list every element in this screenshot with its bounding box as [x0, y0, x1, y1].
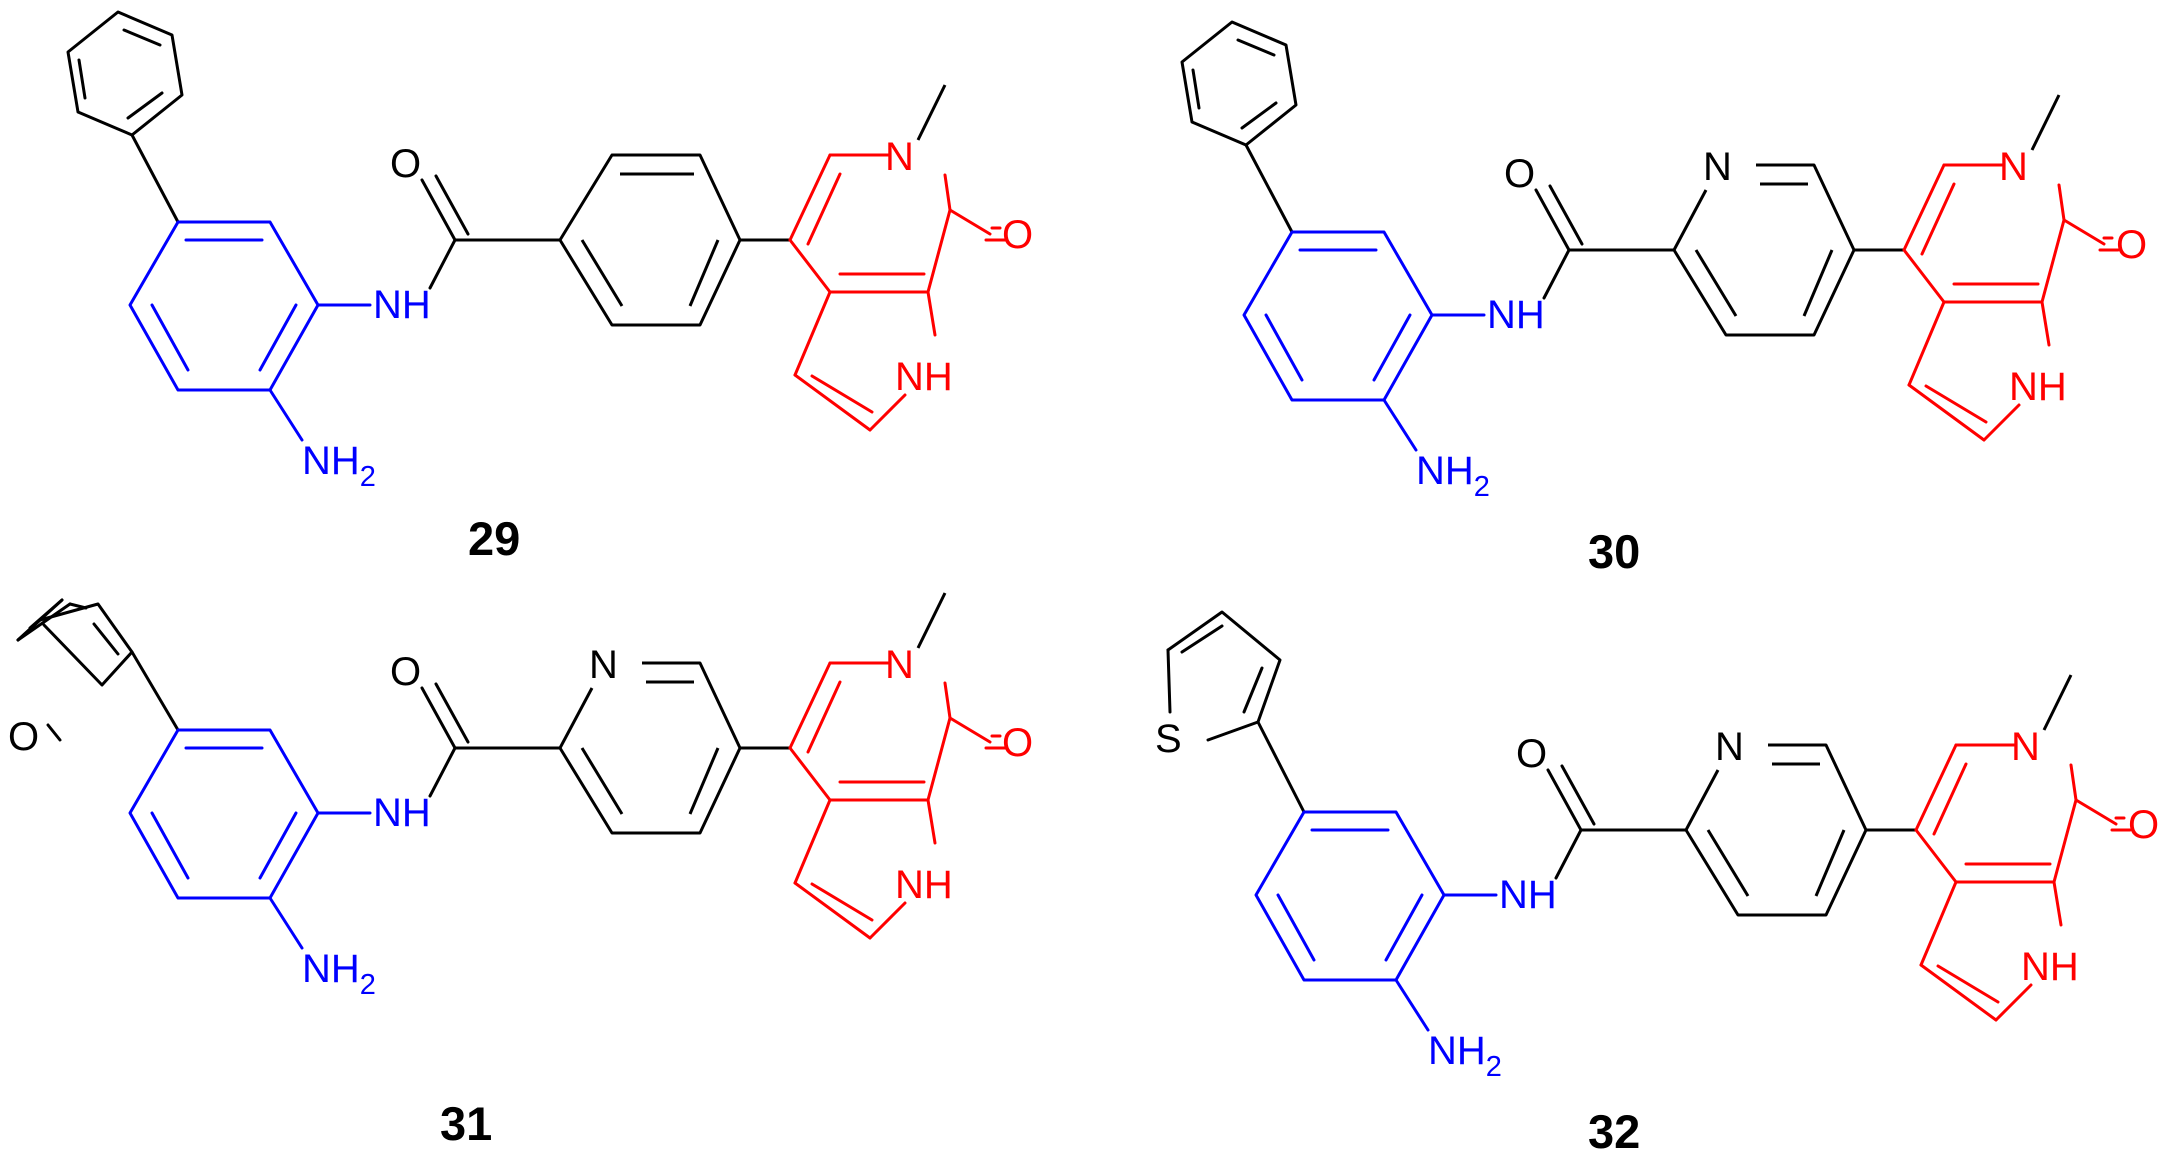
amide-nh-32: NH	[1499, 873, 1557, 917]
lactam-n-32: N	[2011, 725, 2040, 769]
compound-id-31: 31	[440, 1097, 492, 1150]
n-methyl-29	[916, 84, 947, 141]
furan-o-31: O	[8, 715, 39, 759]
lactam-n-29: N	[885, 135, 914, 179]
amine-nh2-30: NH2	[1416, 449, 1490, 503]
core-pyrrolopyridinone-30	[1902, 163, 2120, 442]
n-methyl-32	[2042, 674, 2073, 731]
amide-o-30: O	[1504, 152, 1535, 196]
lactam-o-29: O	[1002, 213, 1033, 257]
amide-linker-31	[420, 682, 562, 798]
lactam-o-31: O	[1002, 721, 1033, 765]
lactam-o-30: O	[2116, 223, 2147, 267]
compound-id-30: 30	[1588, 525, 1640, 578]
compound-id-32: 32	[1588, 1105, 1640, 1158]
thiophene-cap-32	[1166, 610, 1306, 814]
furan-cap-31	[16, 598, 180, 742]
molecule-29: O NH NH2 N O NH 29	[66, 10, 1033, 565]
amide-linker-30	[1534, 184, 1676, 300]
molecule-31: O O NH NH2 N N O NH 31	[8, 592, 1033, 1150]
amine-nh2-32: NH2	[1428, 1029, 1502, 1083]
amine-nh2-29: NH2	[302, 439, 376, 493]
amide-linker-29	[420, 174, 562, 290]
amide-o-32: O	[1516, 732, 1547, 776]
zbg-aminophenyl-30	[1242, 230, 1486, 452]
molecule-30: O NH NH2 N N O NH 30	[1180, 20, 2147, 578]
pyrrole-nh-29: NH	[895, 355, 953, 399]
amide-nh-30: NH	[1487, 293, 1545, 337]
molecule-32: S O NH NH2 N N O NH 32	[1155, 610, 2159, 1158]
pyridine-30	[1672, 163, 1904, 337]
phenylene-29	[558, 153, 790, 327]
amine-nh2-31: NH2	[302, 947, 376, 1001]
lactam-o-32: O	[2128, 803, 2159, 847]
pyrrole-nh-31: NH	[895, 863, 953, 907]
core-pyrrolopyridinone-32	[1914, 743, 2132, 1022]
pyridine-32	[1684, 743, 1916, 917]
compound-id-29: 29	[468, 512, 520, 565]
core-pyrrolopyridinone-31	[788, 661, 1007, 940]
amide-o-31: O	[390, 650, 421, 694]
amide-linker-32	[1546, 764, 1688, 880]
zbg-aminophenyl-32	[1254, 810, 1498, 1032]
n-methyl-31	[916, 592, 947, 649]
n-methyl-30	[2030, 94, 2061, 151]
pyrrole-nh-32: NH	[2021, 945, 2079, 989]
amide-nh-29: NH	[373, 283, 431, 327]
phenyl-cap-30	[1180, 20, 1298, 234]
phenyl-cap-29	[66, 10, 184, 224]
thiophene-s-32: S	[1155, 717, 1182, 761]
pyridine-n-32: N	[1715, 725, 1744, 769]
pyridine-n-30: N	[1703, 145, 1732, 189]
zbg-aminophenyl-31	[128, 728, 372, 950]
pyridine-n-31: N	[589, 643, 618, 687]
pyridine-31	[558, 661, 790, 835]
lactam-n-30: N	[1999, 145, 2028, 189]
pyrrole-nh-30: NH	[2009, 365, 2067, 409]
zbg-aminophenyl-29	[128, 220, 372, 442]
lactam-n-31: N	[885, 643, 914, 687]
core-pyrrolopyridinone-29	[788, 153, 1007, 432]
amide-nh-31: NH	[373, 791, 431, 835]
amide-o-29: O	[390, 142, 421, 186]
